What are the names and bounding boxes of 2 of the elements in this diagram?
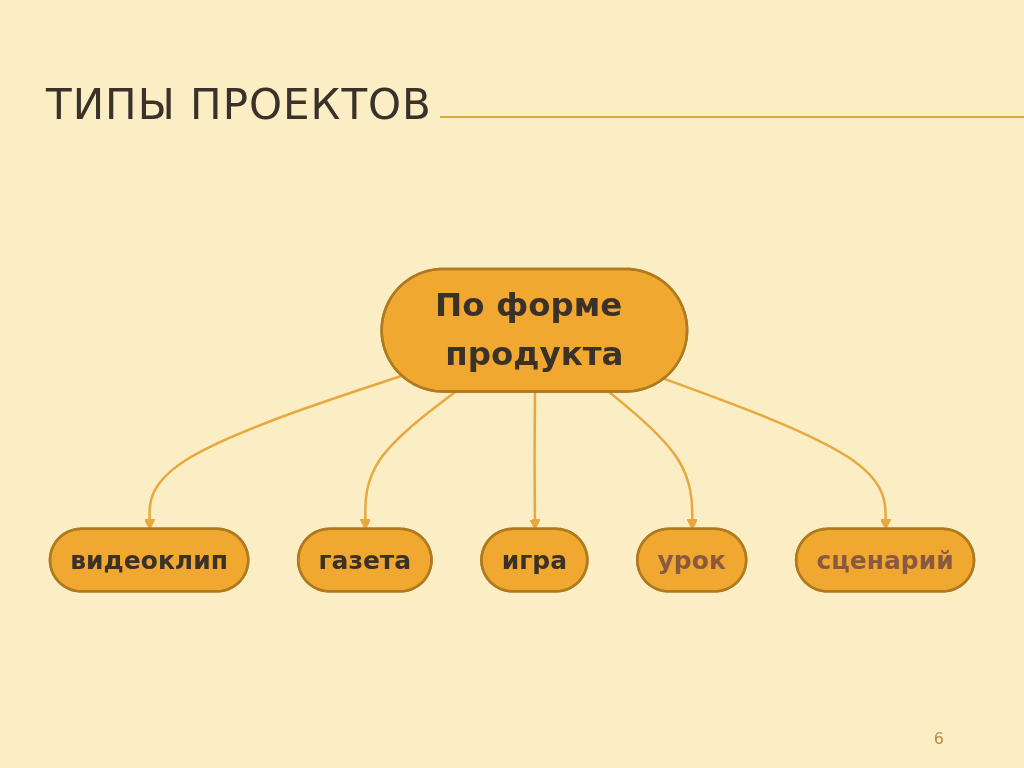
slide-title: ТИПЫ ПРОЕКТОВ	[46, 80, 432, 129]
page-number: 6	[933, 729, 944, 748]
